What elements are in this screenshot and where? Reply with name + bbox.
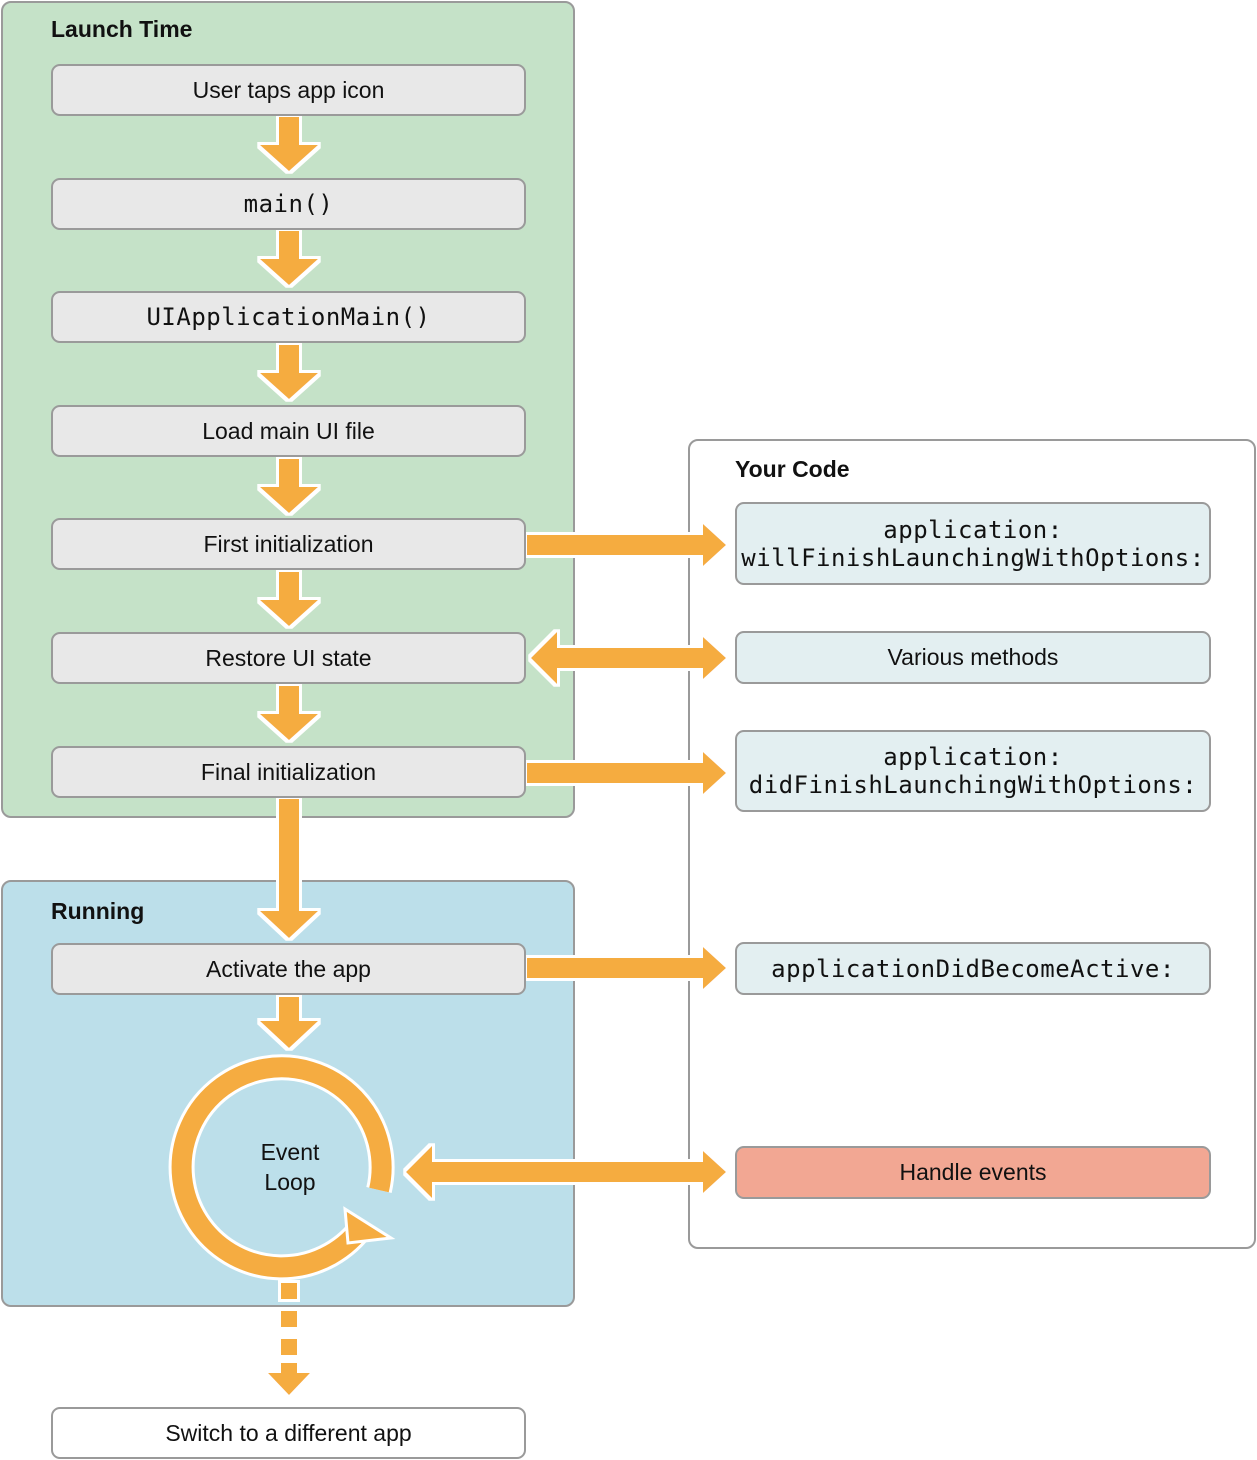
step-final-initialization: Final initialization bbox=[51, 746, 526, 798]
will-finish-launching-method: application: willFinishLaunchingWithOpti… bbox=[735, 502, 1211, 585]
down-arrow-to-running bbox=[260, 799, 318, 938]
switch-to-different-app: Switch to a different app bbox=[51, 1407, 526, 1459]
application-did-become-active: applicationDidBecomeActive: bbox=[735, 942, 1211, 995]
handle-events: Handle events bbox=[735, 1146, 1211, 1199]
event-loop-line2: Loop bbox=[264, 1169, 316, 1195]
step-uiapplicationmain: UIApplicationMain() bbox=[51, 291, 526, 343]
step-first-initialization: First initialization bbox=[51, 518, 526, 570]
double-arrow-handle-events bbox=[406, 1146, 726, 1198]
will-finish-line1: application: bbox=[883, 515, 1063, 544]
down-arrow-2 bbox=[260, 231, 318, 285]
event-loop-line1: Event bbox=[260, 1139, 320, 1165]
event-loop-label: Event Loop bbox=[230, 1137, 350, 1197]
right-arrow-final-init bbox=[527, 752, 726, 794]
step-activate-the-app: Activate the app bbox=[51, 943, 526, 995]
did-finish-line2: didFinishLaunchingWithOptions: bbox=[748, 771, 1198, 799]
did-finish-line1: application: bbox=[883, 743, 1063, 771]
your-code-title: Your Code bbox=[735, 456, 850, 482]
launch-time-title: Launch Time bbox=[51, 16, 193, 42]
step-main: main() bbox=[51, 178, 526, 230]
down-arrow-1 bbox=[260, 117, 318, 171]
right-arrow-activate bbox=[527, 947, 726, 989]
double-arrow-restore bbox=[531, 632, 726, 684]
did-finish-launching-method: application: didFinishLaunchingWithOptio… bbox=[735, 730, 1211, 812]
various-methods: Various methods bbox=[735, 631, 1211, 684]
down-arrow-5 bbox=[260, 572, 318, 626]
will-finish-line2: willFinishLaunchingWithOptions: bbox=[741, 543, 1205, 572]
step-user-taps-app-icon: User taps app icon bbox=[51, 64, 526, 116]
event-loop-ring bbox=[168, 1054, 396, 1281]
step-restore-ui-state: Restore UI state bbox=[51, 632, 526, 684]
step-load-main-ui-file: Load main UI file bbox=[51, 405, 526, 457]
right-arrow-first-init bbox=[527, 524, 726, 566]
running-title: Running bbox=[51, 898, 145, 924]
dashed-arrow-switch bbox=[268, 1283, 310, 1395]
down-arrow-to-loop bbox=[260, 997, 318, 1048]
down-arrow-4 bbox=[260, 459, 318, 513]
down-arrow-3 bbox=[260, 345, 318, 399]
down-arrow-6 bbox=[260, 686, 318, 740]
